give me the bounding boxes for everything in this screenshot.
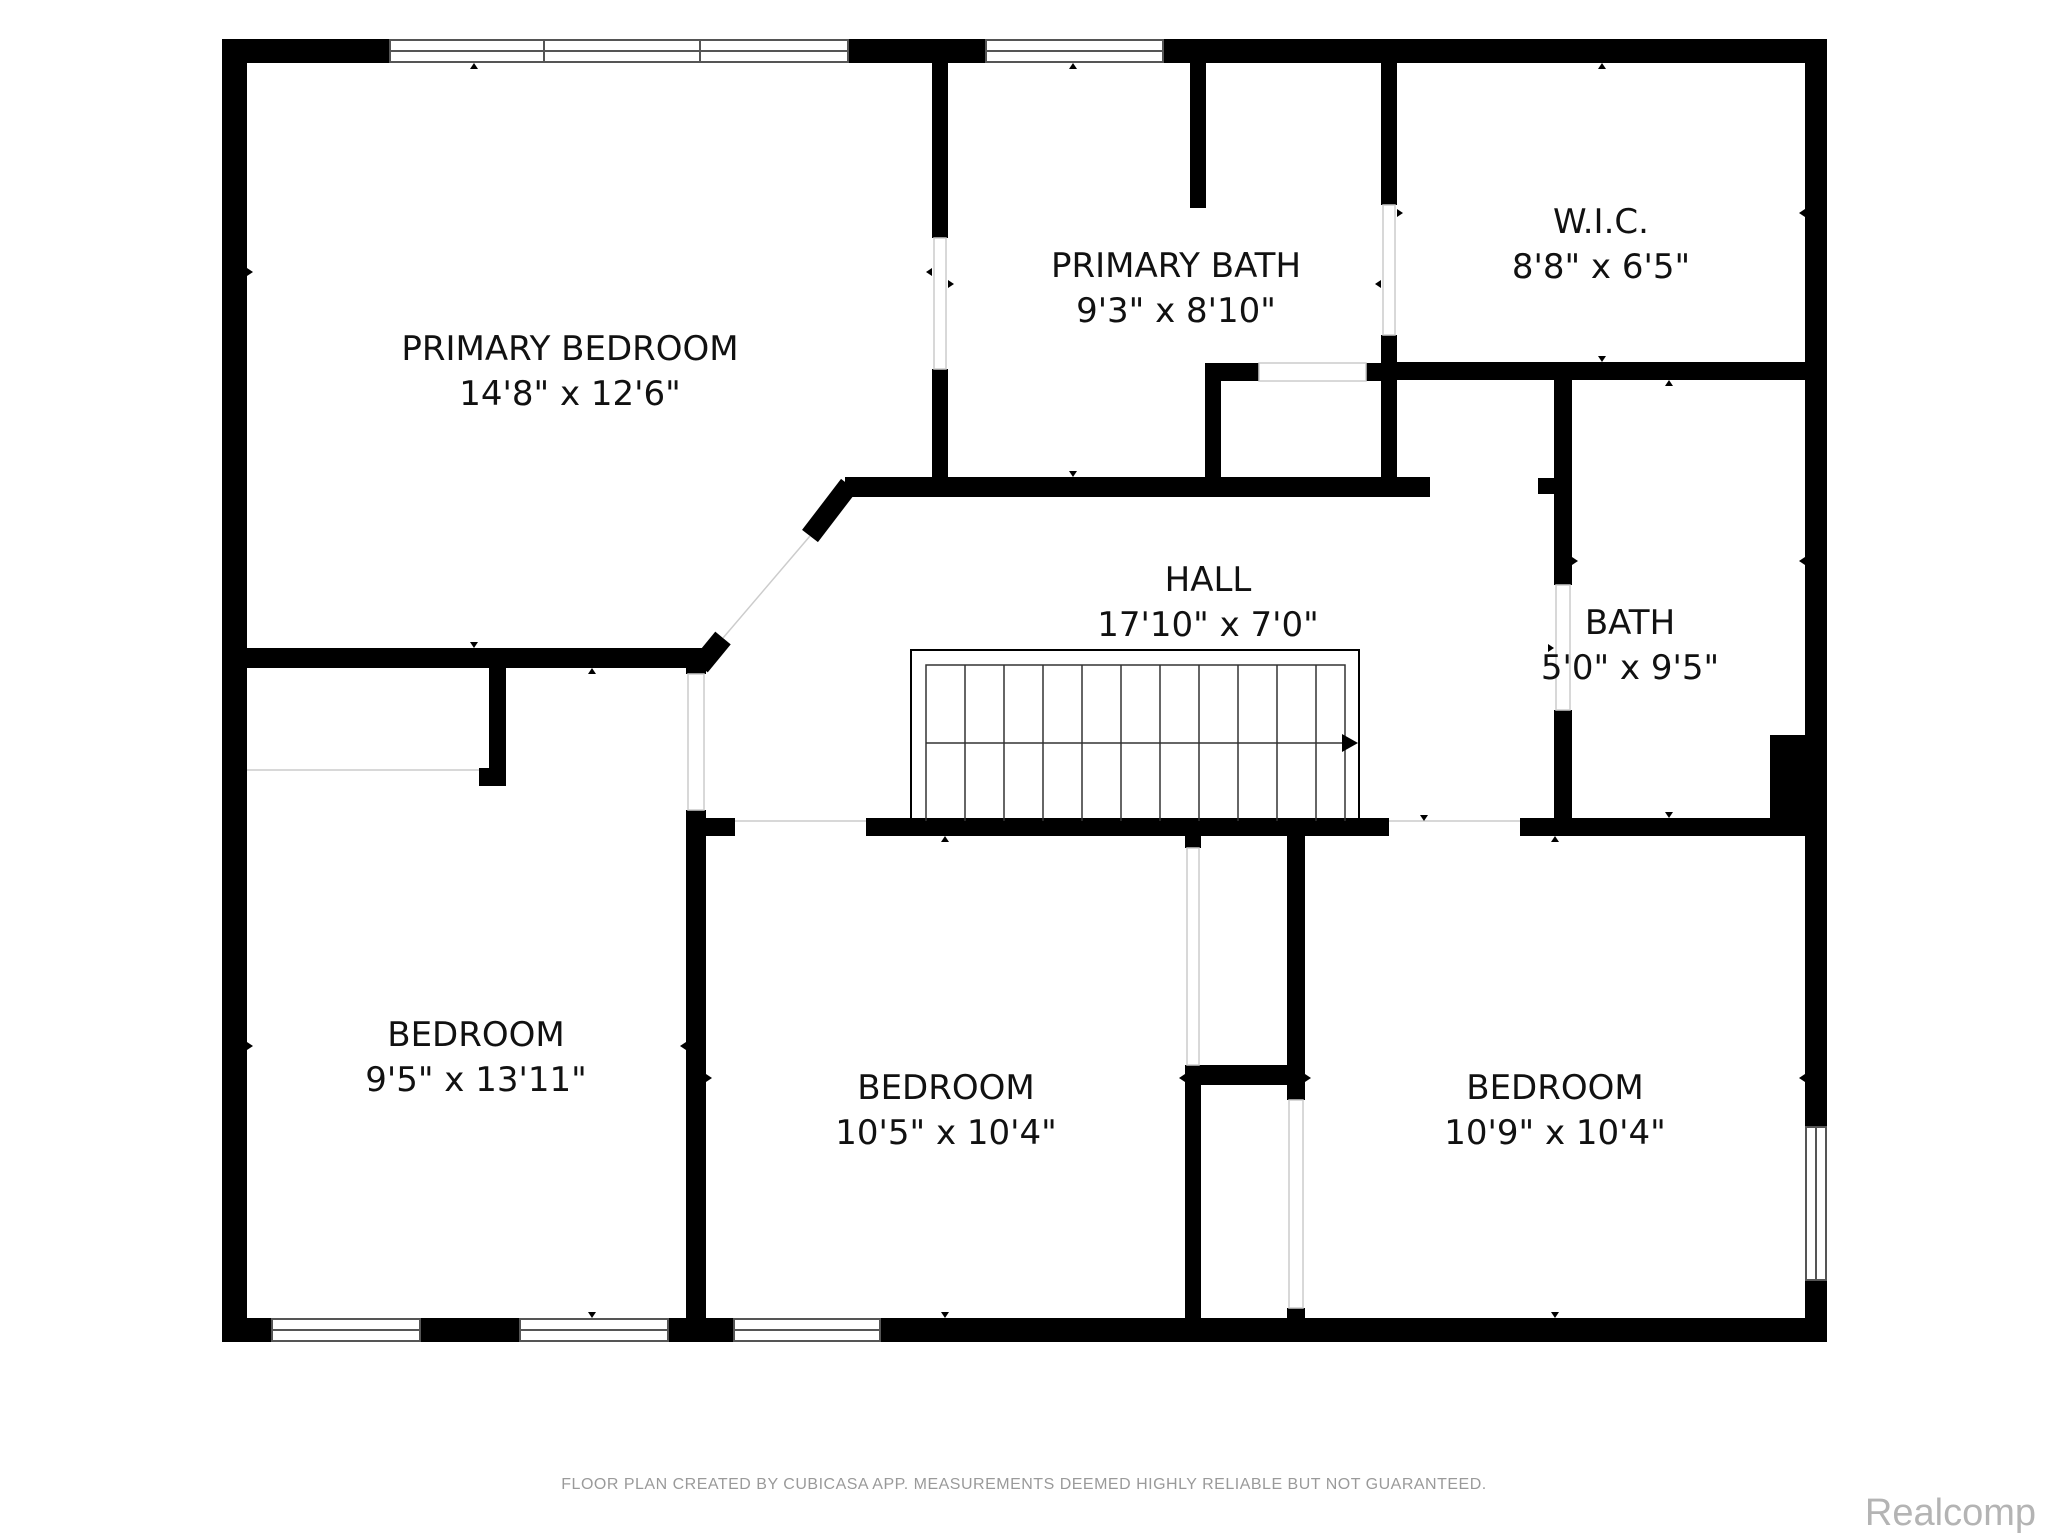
wic-name: W.I.C. (1553, 202, 1649, 242)
window-primary-bath-top (985, 39, 1164, 63)
window-bedroom-middle-bottom (733, 1318, 881, 1342)
disclaimer-text: FLOOR PLAN CREATED BY CUBICASA APP. MEAS… (561, 1476, 1486, 1493)
wic-size: 8'8" x 6'5" (1512, 247, 1690, 287)
primary-bath-size: 9'3" x 8'10" (1076, 291, 1276, 331)
door-openings (247, 204, 1571, 1309)
window-primary-bedroom-top (389, 39, 849, 63)
staircase (910, 649, 1360, 821)
bath-name: BATH (1585, 603, 1675, 643)
bedroom-left-name: BEDROOM (387, 1015, 564, 1055)
window-bedroom-right-side (1805, 1126, 1827, 1281)
primary-bedroom-name: PRIMARY BEDROOM (401, 329, 738, 369)
window-bedroom-left-bottom-1 (271, 1318, 421, 1342)
bedroom-middle-size: 10'5" x 10'4" (835, 1113, 1057, 1153)
window-bedroom-left-bottom-2 (519, 1318, 669, 1342)
primary-bedroom-size: 14'8" x 12'6" (459, 374, 681, 414)
dimension-markers (247, 63, 1805, 1318)
bedroom-middle-name: BEDROOM (857, 1068, 1034, 1108)
primary-bath-name: PRIMARY BATH (1051, 246, 1301, 286)
hall-name: HALL (1165, 560, 1252, 600)
windows (271, 39, 1827, 1342)
bedroom-right-size: 10'9" x 10'4" (1444, 1113, 1666, 1153)
bedroom-left-size: 9'5" x 13'11" (365, 1060, 587, 1100)
bath-size: 5'0" x 9'5" (1541, 648, 1719, 688)
stair-direction-arrow-icon (1342, 734, 1358, 752)
bedroom-right-name: BEDROOM (1466, 1068, 1643, 1108)
realcomp-watermark: Realcomp (1865, 1492, 2036, 1534)
hall-size: 17'10" x 7'0" (1097, 605, 1319, 645)
walls (222, 39, 1827, 1342)
